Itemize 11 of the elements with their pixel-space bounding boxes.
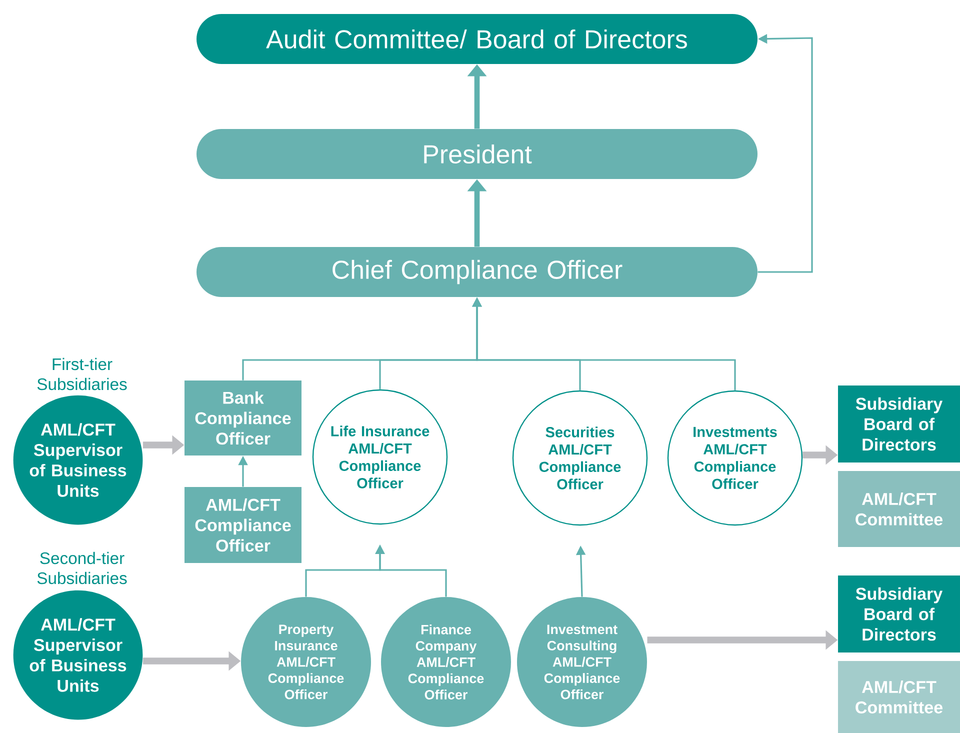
tier-heading: Second-tier Subsidiaries — [37, 552, 127, 584]
role-pill: President — [196, 129, 758, 179]
tier-heading: First-tier Subsidiaries — [37, 358, 127, 390]
role-box: AML/CFT Committee — [838, 471, 960, 547]
role-box: Subsidiary Board of Directors — [838, 386, 960, 462]
role-pill: Chief Compliance Officer — [196, 247, 758, 297]
role-box: AML/CFT Committee — [838, 661, 960, 733]
role-pill: Audit Committee/ Board of Directors — [196, 14, 758, 64]
role-box: Subsidiary Board of Directors — [838, 576, 960, 652]
role-box: AML/CFT Compliance Officer — [184, 487, 302, 563]
role-box: Bank Compliance Officer — [184, 380, 302, 456]
